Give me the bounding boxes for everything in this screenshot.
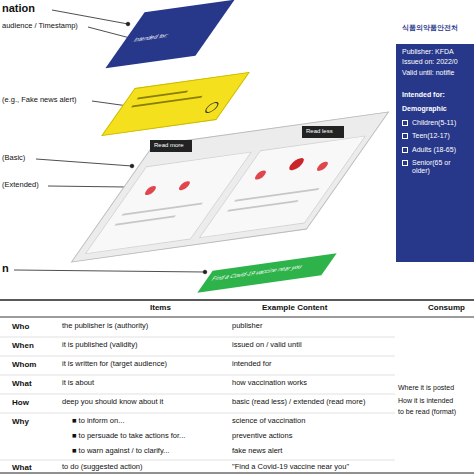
checkbox-option: Adults (18-65): [402, 146, 470, 154]
node-text: Intended for:: [131, 27, 210, 45]
table-cell: it is published (validity): [62, 341, 228, 350]
table-cell: fake news alert: [232, 447, 392, 456]
node-text: Issued on: 2022/0: [402, 58, 470, 66]
audience-card: Intended for:: [105, 0, 234, 68]
node-text: Find a Covid-19 vaccine near you: [209, 260, 326, 283]
metadata-panel: 식품의약품안전처 Publisher: KFDA Issued on: 2022/0…: [396, 0, 474, 262]
node-text: Valid until: notifie: [402, 69, 470, 77]
table-cell: Why: [12, 417, 58, 426]
node-text: Read less: [306, 128, 340, 135]
checkbox-option: Senior(65 or older): [402, 159, 470, 176]
checkbox-option: Teen(12-17): [402, 132, 470, 140]
layer-label: audience / Timestamp): [2, 22, 88, 31]
table-cell: issued on / valid until: [232, 341, 392, 350]
table-cell: ■ to persuade to take actions for...: [72, 432, 228, 441]
node-text: Demographic: [402, 105, 470, 113]
table-cell: Who: [12, 322, 58, 331]
table-cell: the publisher is (authority): [62, 322, 228, 331]
text-line: [234, 188, 319, 202]
read-more-tag: Read more: [150, 140, 192, 152]
table-cell: Whom: [12, 360, 58, 369]
layer-label: nation: [2, 2, 62, 15]
table-cell: basic (read less) / extended (read more): [232, 398, 394, 407]
layer-label: n: [2, 262, 14, 275]
table-cell: publisher: [232, 322, 392, 331]
text-line: [114, 215, 175, 225]
table-cell: to be read (format): [398, 408, 472, 416]
agency-name: 식품의약품안전처: [402, 24, 470, 32]
read-less-tag: Read less: [302, 126, 344, 138]
table-cell: it is written for (target audience): [62, 360, 228, 369]
alert-card: [101, 72, 250, 136]
table-cell: science of vaccination: [232, 417, 392, 426]
table-cell: What: [12, 463, 58, 472]
table-cell: to do (suggested action): [62, 463, 228, 472]
action-bar: Find a Covid-19 vaccine near you: [197, 253, 336, 292]
step-dot: [315, 161, 330, 171]
step-dot: [143, 185, 158, 195]
table-cell: How it is intended: [398, 397, 472, 405]
table-header: Consump: [428, 303, 472, 312]
node-text: Publisher: KFDA: [402, 48, 470, 56]
table-cell: ■ to warn against / to clarify...: [72, 447, 228, 456]
table-cell: Where it is posted: [398, 384, 472, 392]
virus-dot: [286, 157, 306, 171]
layer-label: (Basic): [2, 154, 36, 163]
text-line: [121, 203, 202, 216]
table-cell: "Find a Covid-19 vaccine near you": [232, 463, 392, 472]
table-cell: How: [12, 398, 58, 407]
table-cell: intended for: [232, 360, 392, 369]
table-cell: ■ to inform on...: [72, 417, 228, 426]
node-text: Intended for:: [402, 91, 470, 99]
table-cell: When: [12, 341, 58, 350]
table-header: Items: [150, 303, 210, 312]
text-line: [227, 200, 298, 212]
table-header: Example Content: [262, 303, 362, 312]
close-icon: [202, 101, 221, 114]
node-text: Read more: [154, 142, 188, 149]
table-cell: What: [12, 379, 58, 388]
table-cell: preventive actions: [232, 432, 392, 441]
layer-label: (e.g., Fake news alert): [2, 96, 92, 105]
step-dot: [177, 181, 192, 191]
checkbox-option: Children(5-11): [402, 119, 470, 127]
layer-label: (Extended): [2, 181, 48, 190]
step-dot: [253, 170, 268, 180]
table-cell: it is about: [62, 379, 228, 388]
table-cell: how vaccination works: [232, 379, 392, 388]
table-cell: deep you should know about it: [62, 398, 228, 407]
